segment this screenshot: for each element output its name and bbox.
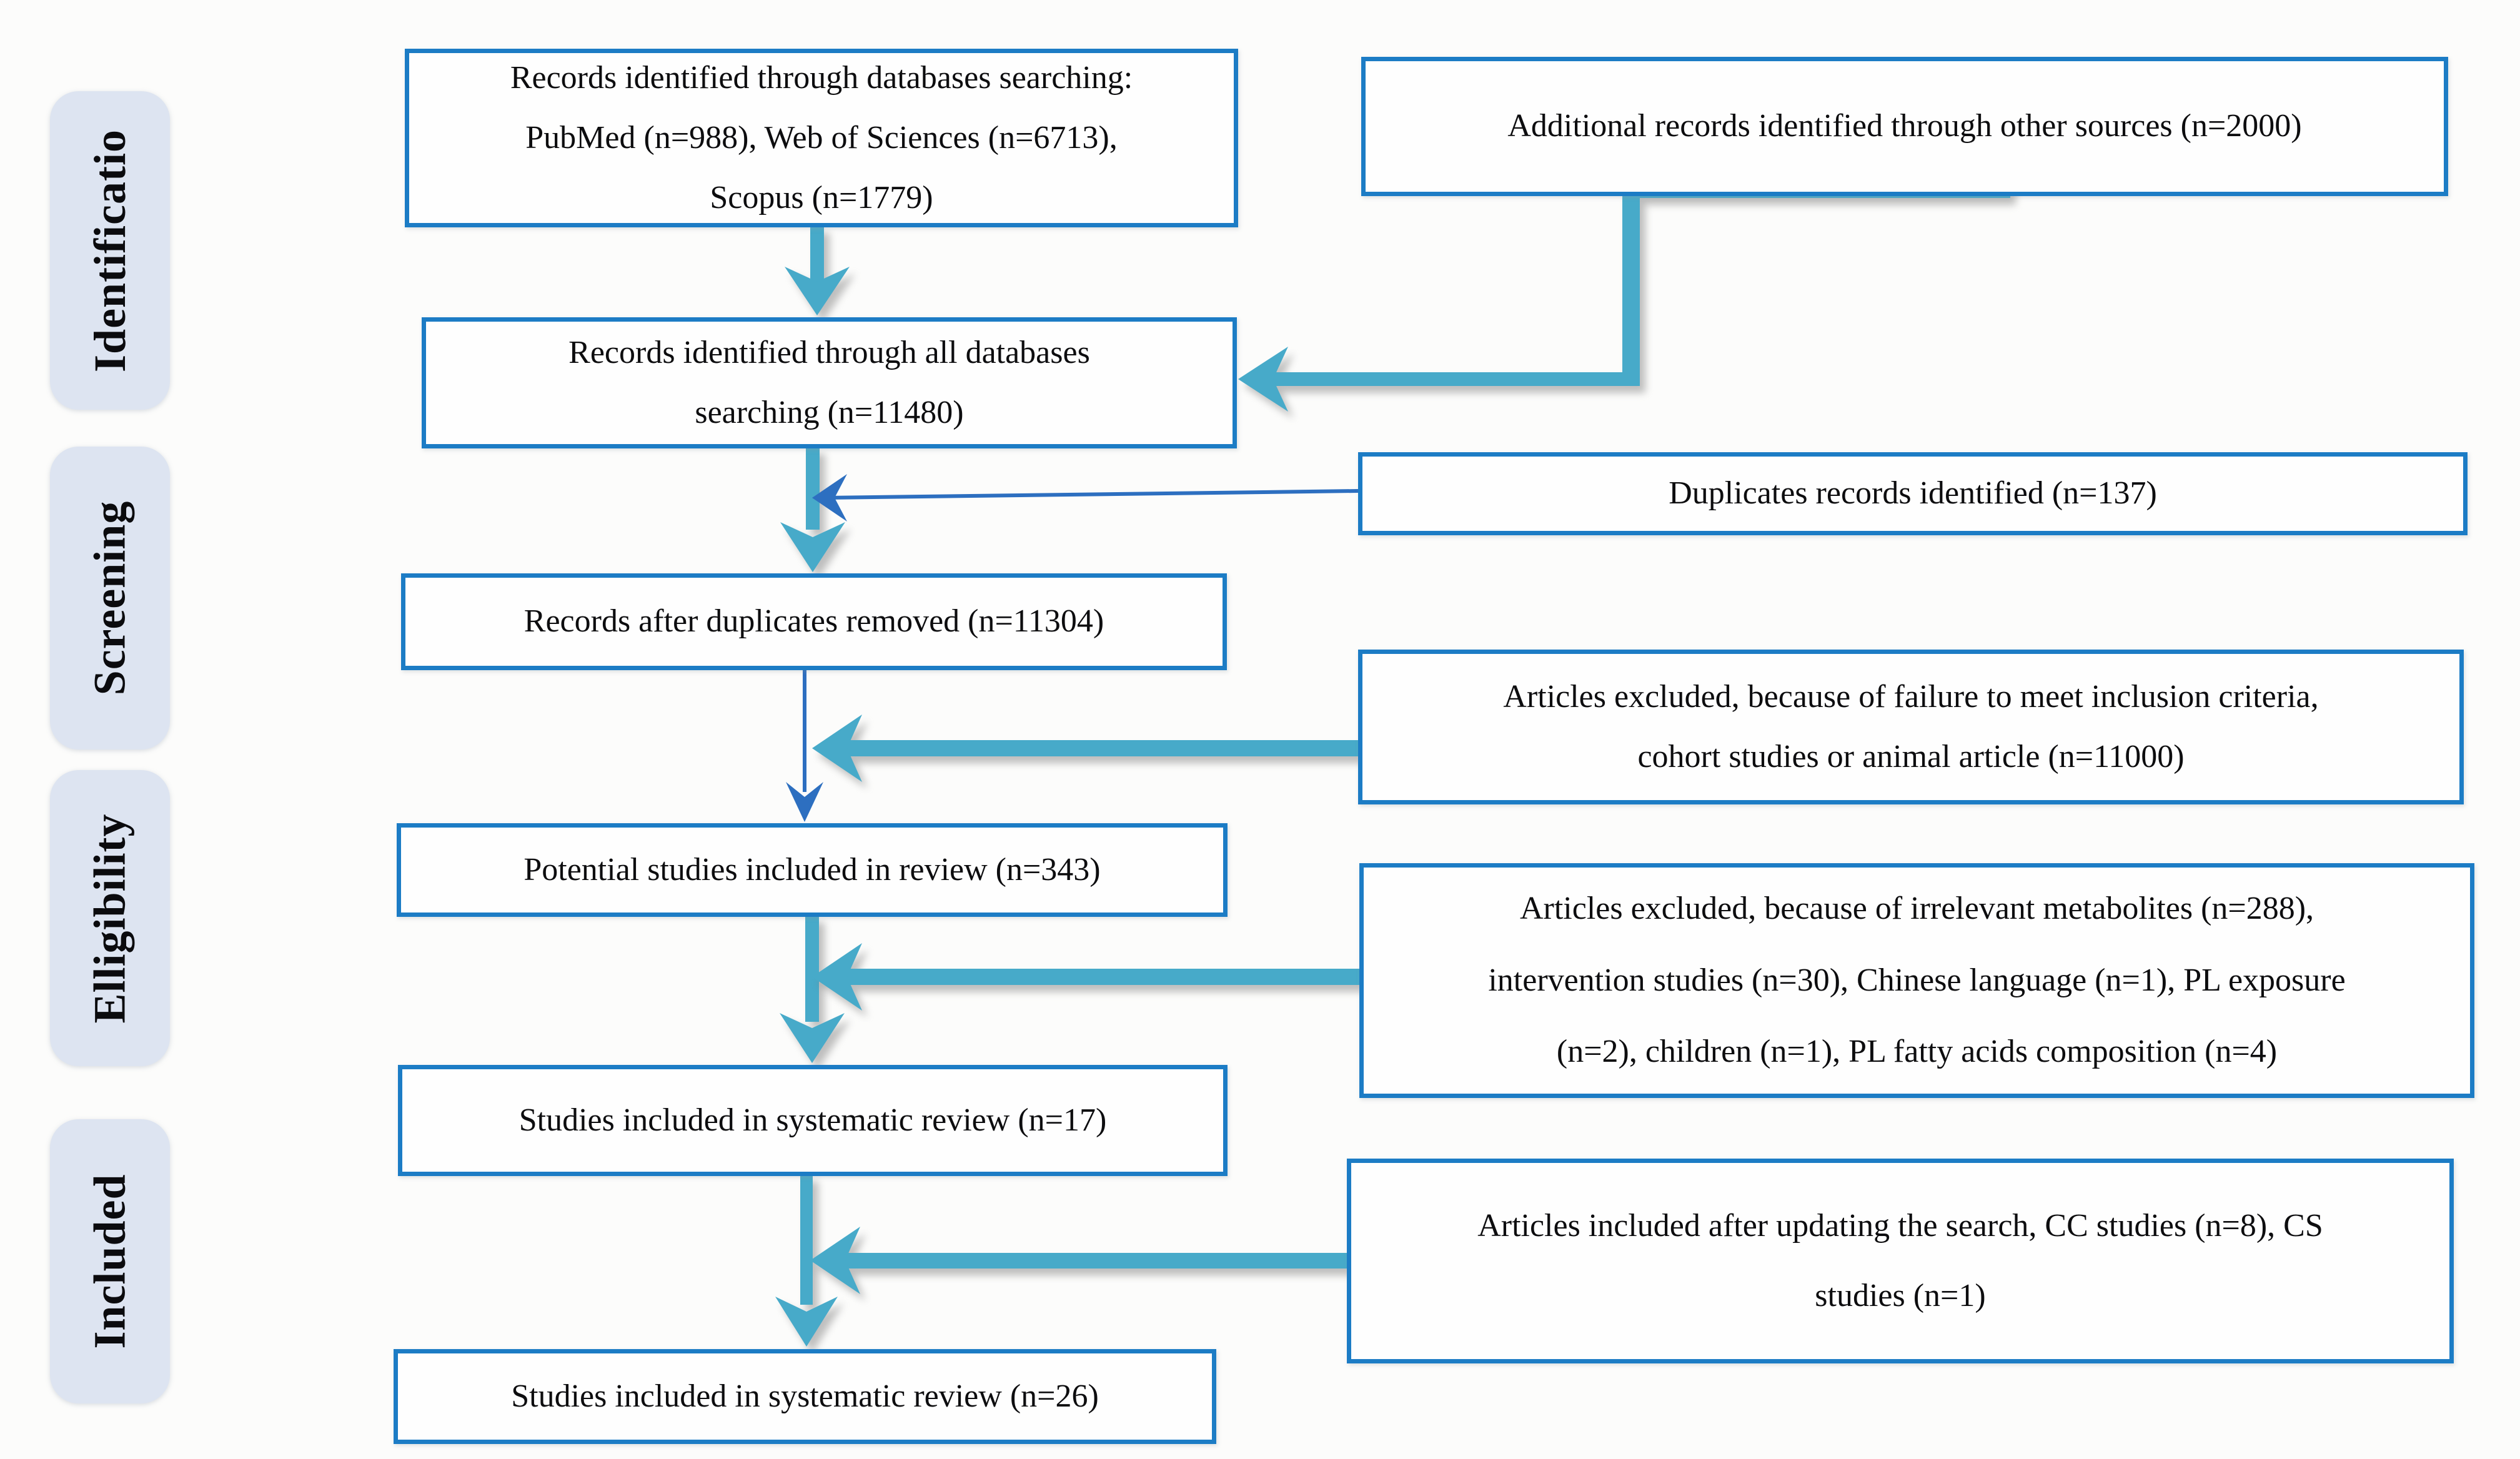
stage-label-identification: Identificatio <box>50 91 170 410</box>
flow-box-studies-systematic-review-17: Studies included in systematic review (n… <box>398 1065 1228 1176</box>
flow-box-potential-studies: Potential studies included in review (n=… <box>397 823 1228 917</box>
flow-box-articles-excluded-metabolites: Articles excluded, because of irrelevant… <box>1359 863 2474 1098</box>
stage-label-screening: Screening <box>50 447 170 749</box>
stage-label-eligibility-text: Elligibility <box>84 813 135 1024</box>
arrow-after-duplicates-to-potential <box>786 670 823 822</box>
arrow-duplicates-to-flow <box>812 474 1359 522</box>
arrow-excluded-criteria-to-flow <box>812 715 1358 782</box>
arrow-potential-to-systematic-17 <box>780 916 845 1063</box>
stage-label-screening-text: Screening <box>84 500 135 696</box>
arrow-db-search-to-all-databases <box>785 226 850 315</box>
flow-box-records-after-duplicates-removed: Records after duplicates removed (n=1130… <box>401 573 1227 670</box>
flow-box-records-identified-databases: Records identified through databases sea… <box>405 49 1238 227</box>
arrow-other-sources-to-all-databases <box>1238 183 2010 412</box>
stage-label-included-text: Included <box>84 1174 135 1349</box>
flow-box-additional-records-other-sources: Additional records identified through ot… <box>1361 57 2448 196</box>
stage-label-included: Included <box>50 1119 170 1403</box>
arrow-updated-search-to-flow <box>810 1227 1347 1294</box>
flow-box-articles-excluded-inclusion-criteria: Articles excluded, because of failure to… <box>1358 650 2464 804</box>
flow-box-duplicates-identified: Duplicates records identified (n=137) <box>1358 452 2468 535</box>
arrow-excluded-metabolites-to-flow <box>812 943 1359 1011</box>
arrow-all-databases-to-after-duplicates <box>780 447 845 572</box>
arrow-systematic-17-to-systematic-26 <box>775 1175 838 1347</box>
flow-box-records-all-databases: Records identified through all databases… <box>422 317 1237 448</box>
stage-label-eligibility: Elligibility <box>50 770 170 1066</box>
flow-box-articles-included-updated-search: Articles included after updating the sea… <box>1347 1159 2454 1363</box>
flow-box-studies-systematic-review-26: Studies included in systematic review (n… <box>394 1349 1216 1444</box>
stage-label-identification-text: Identificatio <box>84 129 135 372</box>
